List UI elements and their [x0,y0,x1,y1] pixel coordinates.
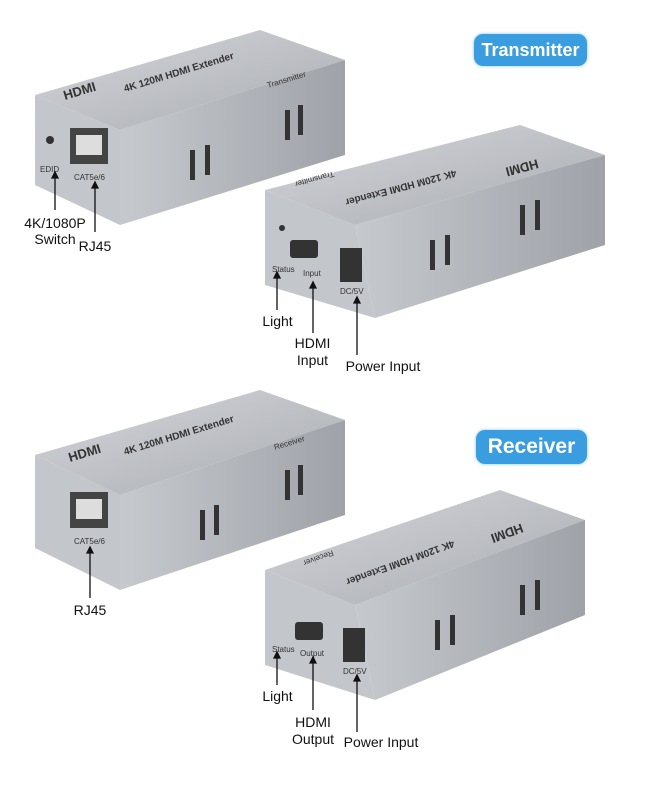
transmitter-rear-device: HDMI 4K 120M HDMI Extender Transmitter E… [35,30,345,225]
light-callout: Light [262,313,293,329]
switch-callout: 4K/1080P Switch [24,215,86,247]
dc-text: DC/5V [343,667,367,676]
hdmi-output-callout-line1: HDMI [295,714,331,730]
status-text: Status [272,265,295,274]
hdmi-input-callout-line1: HDMI [294,335,331,351]
light-callout: Light [262,688,293,704]
rj45-callout: RJ45 [78,238,112,254]
power-input-callout: Power Input [343,734,419,750]
transmitter-front-device: HDMI 4K 120M HDMI Extender Transmitter S… [265,125,605,318]
dc-text: DC/5V [340,287,364,296]
cat-text: CAT5e/6 [74,173,106,182]
hdmi-output-callout-line2: Output [291,731,335,747]
port-text: Output [300,649,325,658]
cat-text: CAT5e/6 [74,537,106,546]
receiver-rear-device: HDMI 4K 120M HDMI Extender Receiver CAT5… [35,390,345,590]
power-input-callout: Power Input [345,358,421,374]
port-text: Input [303,269,322,278]
hdmi-input-callout-line2: Input [296,352,329,368]
rj45-callout: RJ45 [73,602,107,618]
edid-text: EDID [40,165,59,174]
status-text: Status [272,645,295,654]
transmitter-badge: Transmitter [474,34,587,66]
receiver-front-device: HDMI 4K 120M HDMI Extender Receiver Stat… [265,490,585,700]
callout-pointers [50,170,362,732]
receiver-badge: Receiver [476,430,587,464]
